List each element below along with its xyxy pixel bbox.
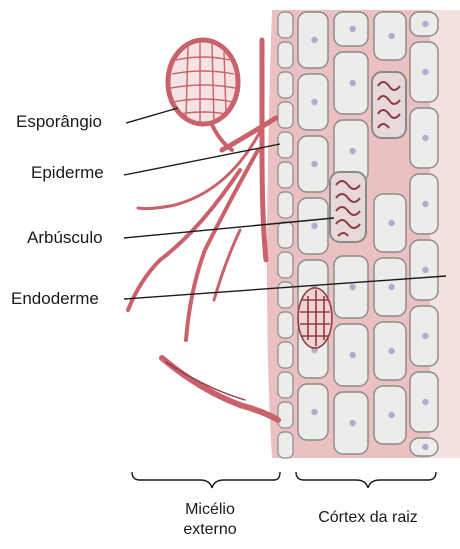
epidermis-cells — [278, 12, 293, 458]
epidermis-cell — [278, 282, 293, 308]
vesicle-lower — [298, 288, 332, 348]
cell-nucleus — [422, 444, 428, 450]
label-arbuscule: Arbúsculo — [27, 228, 103, 248]
epidermis-cell — [278, 222, 293, 248]
label-epidermis: Epiderme — [31, 163, 104, 183]
cell-nucleus — [388, 412, 394, 418]
cell-nucleus — [388, 220, 394, 226]
epidermis-cell — [278, 432, 293, 458]
epidermis-cell — [278, 42, 293, 68]
label-sporangium: Esporângio — [16, 112, 102, 132]
cell-nucleus — [422, 399, 428, 405]
cell-nucleus — [350, 148, 356, 154]
epidermis-cell — [278, 402, 293, 428]
leader-sporangium — [126, 108, 178, 123]
cell-nucleus — [350, 80, 356, 86]
label-external-mycelium-line2: externo — [160, 520, 260, 540]
arbuscule — [330, 172, 366, 242]
cell-nucleus — [350, 284, 356, 290]
bracket-external-mycelium — [132, 472, 280, 488]
epidermis-cell — [278, 162, 293, 188]
epidermis-cell — [278, 192, 293, 218]
epidermis-cell — [278, 132, 293, 158]
cell-nucleus — [311, 161, 317, 167]
sporangium — [168, 40, 238, 124]
cell-nucleus — [311, 223, 317, 229]
cell-nucleus — [422, 69, 428, 75]
cell-nucleus — [422, 201, 428, 207]
epidermis-cell — [278, 102, 293, 128]
cell-nucleus — [422, 21, 428, 27]
epidermis-cell — [278, 12, 293, 38]
leader-epidermis — [124, 144, 280, 175]
epidermis-cell — [278, 252, 293, 278]
cell-nucleus — [422, 333, 428, 339]
label-root-cortex: Córtex da raiz — [296, 508, 440, 528]
cell-nucleus — [350, 352, 356, 358]
epidermis-cell — [278, 372, 293, 398]
label-external-mycelium: Micélio externo — [160, 500, 260, 540]
label-external-mycelium-line1: Micélio — [160, 500, 260, 520]
cell-nucleus — [388, 284, 394, 290]
cell-nucleus — [350, 420, 356, 426]
cell-nucleus — [388, 348, 394, 354]
epidermis-cell — [278, 72, 293, 98]
cell-nucleus — [422, 267, 428, 273]
brackets — [132, 472, 436, 488]
label-endodermis: Endoderme — [11, 289, 99, 309]
cell-nucleus — [311, 99, 317, 105]
epidermis-cell — [278, 342, 293, 368]
arbuscule-upper — [372, 72, 406, 138]
cell-nucleus — [422, 135, 428, 141]
epidermis-cell — [278, 312, 293, 338]
cell-nucleus — [350, 26, 356, 32]
cell-nucleus — [311, 37, 317, 43]
bracket-root-cortex — [296, 472, 436, 488]
cell-nucleus — [311, 409, 317, 415]
cell-nucleus — [388, 33, 394, 39]
